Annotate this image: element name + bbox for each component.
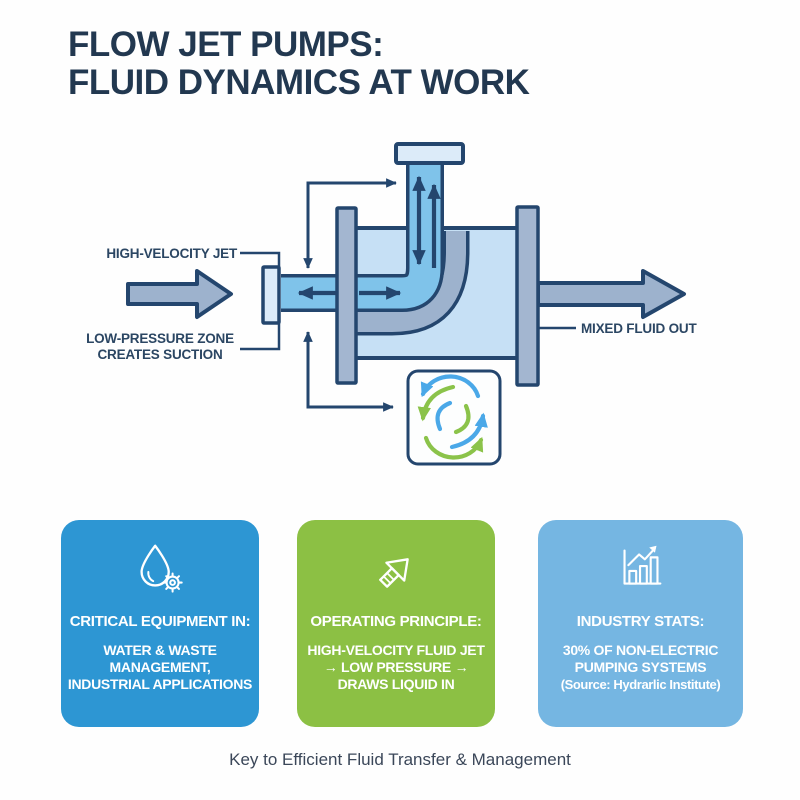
inlet-flow-arrow [126,269,233,319]
card-body: HIGH-VELOCITY FLUID JET → LOW PRESSURE →… [307,642,484,693]
nozzle-flange [261,265,281,325]
discharge-cap [394,142,465,165]
card-body-line: 30% OF NON-ELECTRIC [562,642,719,658]
jet-pump-diagram [126,142,686,466]
card-body-line: HIGH-VELOCITY FLUID JET [307,642,485,658]
label-mixed-fluid-out: MIXED FLUID OUT [581,321,697,336]
page-title-line1: FLOW JET PUMPS: [68,25,384,64]
card-body-line: DRAWS LIQUID IN [337,676,455,692]
page-title: FLOW JET PUMPS: FLUID DYNAMICS AT WORK [68,25,530,102]
label-low-pressure-line1: LOW-PRESSURE ZONE [86,331,234,346]
card-heading: CRITICAL EQUIPMENT IN: [69,613,251,630]
label-low-pressure-zone: LOW-PRESSURE ZONE CREATES SUCTION [80,331,240,362]
card-source-line: (Source: Hydrarlic Institute) [560,677,721,692]
card-body: 30% OF NON-ELECTRIC PUMPING SYSTEMS (Sou… [561,642,721,693]
outlet-flow-arrow [536,269,686,319]
label-high-velocity-jet: HIGH-VELOCITY JET [106,246,237,261]
flow-channel [281,164,444,312]
left-flange [335,206,358,385]
channel-flow-arrows [297,175,441,300]
label-low-pressure-line2: CREATES SUCTION [97,346,223,362]
card-heading: OPERATING PRINCIPLE: [310,613,482,630]
gear-part [162,572,183,593]
lower-connector-arrow [303,331,394,412]
bar-chart-icon [622,545,661,585]
card-industry-stats: INDUSTRY STATS: 30% OF NON-ELECTRIC PUMP… [538,520,743,727]
right-flange [515,205,540,387]
card-body: WATER & WASTE MANAGEMENT, INDUSTRIAL APP… [68,642,252,693]
footer-caption: Key to Efficient Fluid Transfer & Manage… [229,750,571,769]
upper-connector-arrow [303,178,397,269]
jet-arrow-icon [379,558,409,588]
water-drop-gear-icon [140,544,183,593]
card-critical-equipment: CRITICAL EQUIPMENT IN: WATER & WASTE MAN… [61,520,259,727]
card-heading: INDUSTRY STATS: [576,613,705,630]
elbow-duct [354,231,470,336]
card-body-line: INDUSTRIAL APPLICATIONS [67,676,253,692]
card-body-line: MANAGEMENT, [109,659,211,675]
page-title-line2: FLUID DYNAMICS AT WORK [68,63,530,102]
card-body-line: → LOW PRESSURE → [323,659,469,675]
vortex-swirl-icon [417,374,488,460]
card-body-line: WATER & WASTE [103,642,217,658]
card-body-line: PUMPING SYSTEMS [574,659,707,675]
card-operating-principle: OPERATING PRINCIPLE: HIGH-VELOCITY FLUID… [297,520,495,727]
